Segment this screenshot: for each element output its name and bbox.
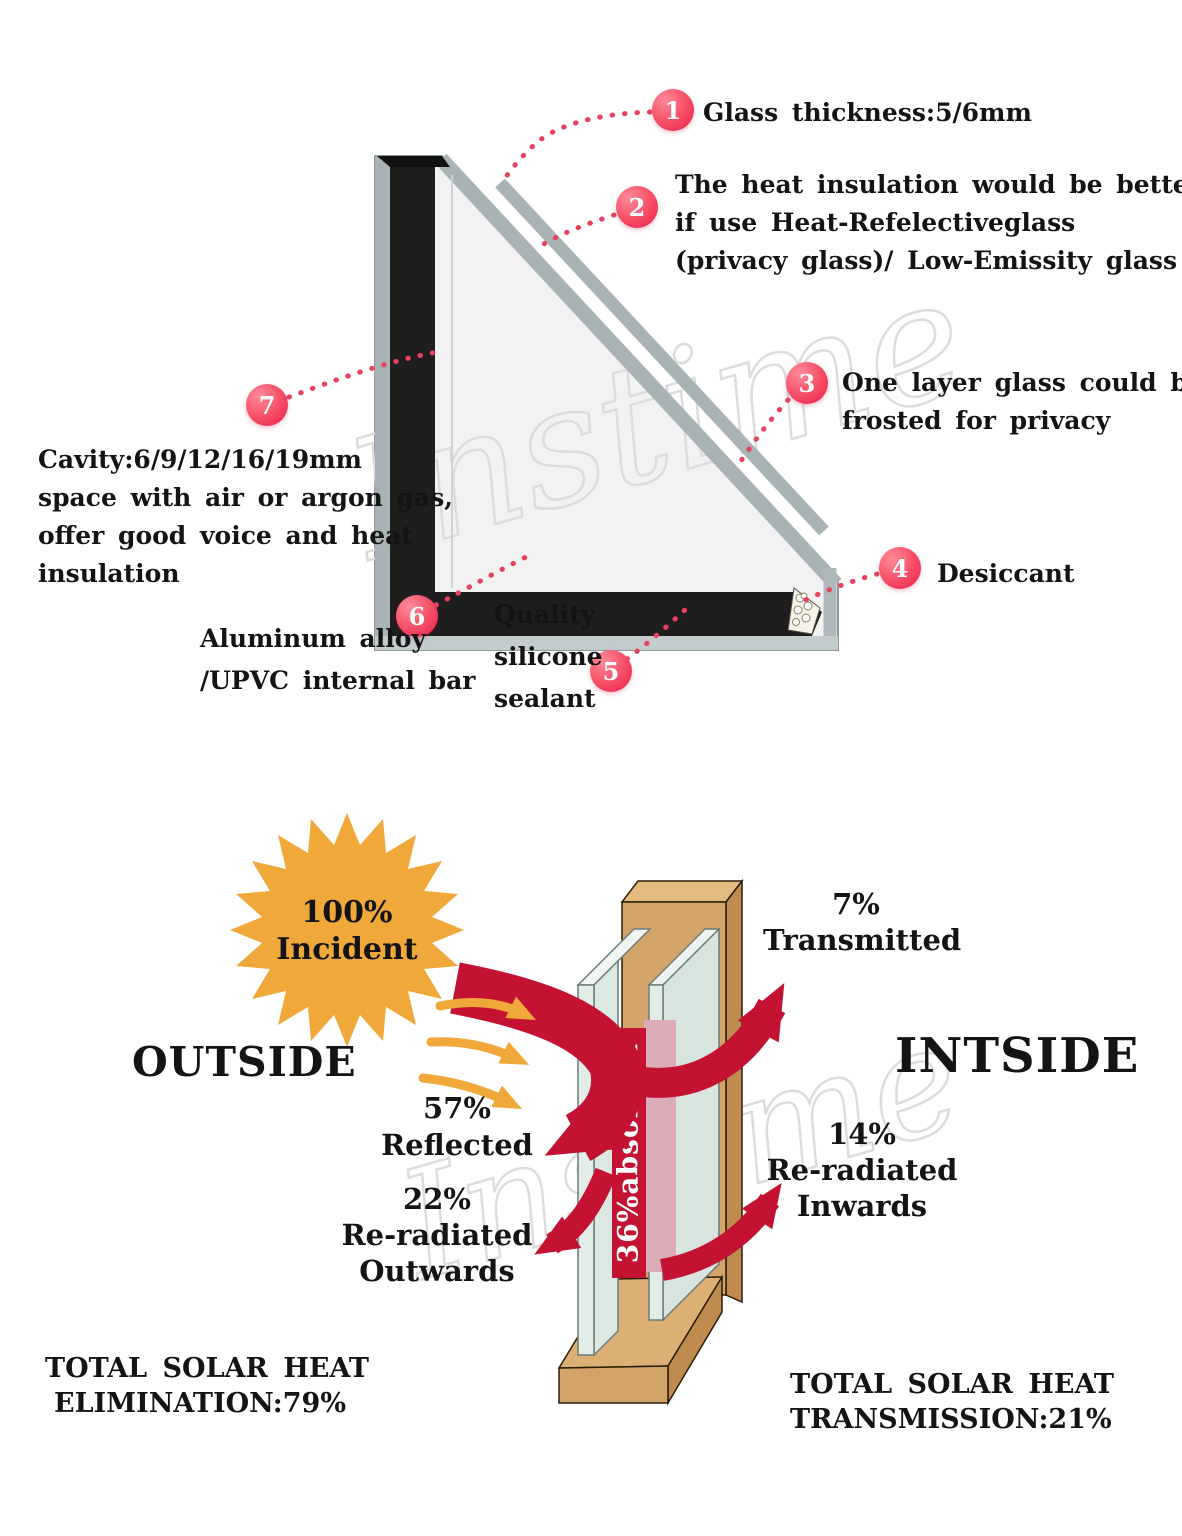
inside-label: INTSIDE: [895, 1028, 1140, 1084]
callout-2-line3: (privacy glass)/ Low-Emissity glass: [675, 246, 1178, 275]
callout-2-number: 2: [628, 192, 646, 222]
leader-lines: [286, 109, 880, 662]
transmitted-pct: 7%: [832, 887, 880, 921]
reradiated-outwards-label: 22% Re-radiated Outwards: [337, 1181, 537, 1289]
callout-5-marker: 5: [590, 650, 632, 692]
callout-7-number: 7: [258, 390, 276, 420]
callout-6-line2: /UPVC internal bar: [200, 666, 476, 695]
frame-top-slab: [377, 156, 450, 167]
total-elimination-line2: ELIMINATION:79%: [53, 1388, 347, 1419]
reflected-label: 57% Reflected: [372, 1090, 542, 1164]
transmitted-label: 7% Transmitted: [763, 886, 962, 958]
leader-line-3: [734, 397, 791, 470]
inwards-line1: Re-radiated: [766, 1153, 958, 1187]
total-transmission-line1: TOTAL SOLAR HEAT: [790, 1369, 1115, 1400]
callout-2-line1: The heat insulation would be better,: [675, 170, 1182, 199]
desiccant-pocket: [787, 587, 821, 635]
callout-2-label: The heat insulation would be better, if …: [675, 166, 1182, 280]
callout-4-marker: 4: [879, 547, 921, 589]
absorbed-tint-band: [644, 1020, 676, 1272]
transmitted-word: Transmitted: [763, 923, 962, 957]
callout-3-label: One layer glass could be frosted for pri…: [842, 364, 1182, 440]
callout-6-line1: Aluminum alloy: [200, 624, 426, 653]
callout-7-line1: Cavity:6/9/12/16/19mm: [38, 445, 363, 474]
callout-6-label: Aluminum alloy /UPVC internal bar: [200, 618, 475, 702]
callout-3-line2: frosted for privacy: [842, 406, 1111, 435]
leader-line-5: [624, 604, 691, 662]
incident-ray-3: [418, 1073, 523, 1110]
callout-1-label: Glass thickness:5/6mm: [703, 98, 1032, 127]
callout-2-line2: if use Heat-Refelectiveglass: [675, 208, 1076, 237]
total-elimination-line1: TOTAL SOLAR HEAT: [45, 1353, 370, 1384]
leader-line-7: [286, 349, 440, 400]
total-elimination-label: TOTAL SOLAR HEAT ELIMINATION:79%: [45, 1351, 370, 1421]
inner-pane-diagonal-edge: [495, 178, 829, 536]
callout-4-label: Desiccant: [937, 559, 1075, 588]
reradiated-inwards-arrow: [659, 1182, 782, 1281]
outside-label: OUTSIDE: [132, 1038, 357, 1086]
leader-line-1: [500, 109, 653, 184]
sun-incident-label: 100% Incident: [262, 894, 432, 968]
outer-pane-diagonal-edge: [435, 153, 842, 590]
callout-4-number: 4: [891, 553, 909, 583]
solar-flow-diagram: Instime: [230, 813, 981, 1406]
total-transmission-line2: TRANSMISSION:21%: [790, 1404, 1112, 1435]
sun-pct: 100%: [301, 895, 393, 930]
callout-3-line1: One layer glass could be: [842, 368, 1182, 397]
callout-1-marker: 1: [652, 89, 694, 131]
reradiated-outwards-arrow: [534, 1167, 617, 1255]
incident-ray-1: [435, 996, 537, 1021]
outwards-pct: 22%: [403, 1182, 471, 1216]
wood-sill-front-face: [558, 1365, 669, 1404]
callout-7-line2: space with air or argon gas,: [38, 483, 454, 512]
reradiated-inwards-label: 14% Re-radiated Inwards: [762, 1116, 962, 1224]
callout-7-line4: insulation: [38, 559, 180, 588]
callout-7-label: Cavity:6/9/12/16/19mm space with air or …: [38, 441, 453, 593]
outer-pane-left-edge: [375, 156, 390, 650]
sun-burst: [230, 813, 464, 1047]
frame-bottom-bar: [435, 592, 822, 636]
total-transmission-label: TOTAL SOLAR HEAT TRANSMISSION:21%: [790, 1367, 1115, 1437]
leader-line-6: [433, 554, 529, 608]
callout-5-label: Quality silicone sealant: [494, 594, 603, 720]
callout-1-number: 1: [664, 95, 682, 125]
inwards-line2: Inwards: [796, 1189, 928, 1223]
callout-6-marker: 6: [396, 595, 438, 637]
callout-2-marker: 2: [616, 186, 658, 228]
transmitted-arrow: [618, 982, 786, 1098]
callout-5-line3: sealant: [494, 684, 596, 713]
reflected-pct: 57%: [423, 1091, 491, 1125]
wood-post-top-face: [620, 880, 744, 903]
leader-line-2: [534, 212, 617, 251]
callout-3-number: 3: [798, 368, 816, 398]
outwards-line1: Re-radiated: [341, 1218, 533, 1252]
outwards-line2: Outwards: [359, 1254, 515, 1288]
incident-ray-2: [426, 1037, 530, 1065]
callout-5-line2: silicone: [494, 642, 603, 671]
incident-rays: [418, 996, 537, 1110]
inwards-pct: 14%: [828, 1117, 896, 1151]
callout-7-marker: 7: [246, 384, 288, 426]
callout-7-line3: offer good voice and heat: [38, 521, 413, 550]
frame-left-bar: [390, 158, 435, 638]
sun-word: Incident: [276, 932, 418, 967]
callout-6-number: 6: [408, 601, 426, 631]
unit-bottom-face: [375, 636, 838, 650]
leader-line-4: [798, 571, 880, 605]
callout-3-marker: 3: [786, 362, 828, 404]
pane-outer-front-edge: [577, 984, 595, 1356]
callout-5-line1: Quality: [494, 600, 596, 629]
reflected-word: Reflected: [381, 1128, 533, 1162]
callout-5-number: 5: [602, 656, 620, 686]
